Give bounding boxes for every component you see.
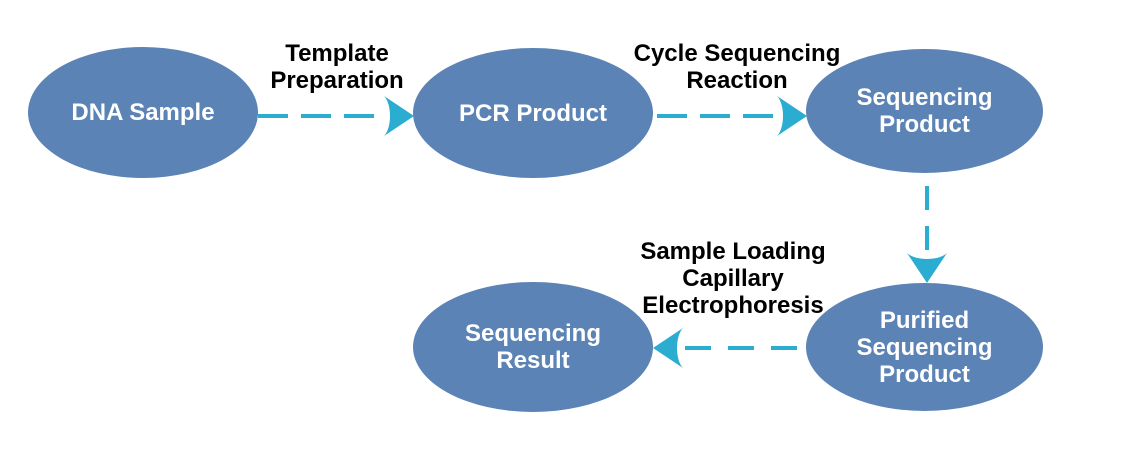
- node-pcr-product: PCR Product: [413, 48, 653, 178]
- edge-label-template-preparation: Template Preparation: [270, 40, 404, 94]
- arrowhead-right-icon: [777, 96, 807, 136]
- edge-label-sample-loading-capillary-electrophoresis: Sample Loading Capillary Electrophoresis: [640, 238, 826, 319]
- node-dna-sample-label: DNA Sample: [71, 99, 215, 126]
- arrow-right-template-preparation-icon: [258, 96, 414, 136]
- arrowhead-left-icon: [653, 328, 683, 368]
- node-purified-sequencing-product: Purified Sequencing Product: [806, 283, 1043, 411]
- arrowhead-down-icon: [907, 253, 947, 283]
- node-purified-sequencing-product-label: Purified Sequencing Product: [856, 306, 993, 388]
- arrow-down-purification-icon: [907, 186, 947, 283]
- node-pcr-product-label: PCR Product: [458, 99, 607, 127]
- node-sequencing-product-label: Sequencing Product: [856, 84, 993, 138]
- edge-label-cycle-sequencing-reaction: Cycle Sequencing Reaction: [633, 40, 841, 94]
- arrowhead-right-icon: [384, 96, 414, 136]
- node-sequencing-result: Sequencing Result: [413, 282, 653, 412]
- node-dna-sample: DNA Sample: [28, 47, 258, 178]
- arrow-left-sample-loading-icon: [653, 328, 804, 368]
- node-sequencing-result-label: Sequencing Result: [464, 320, 602, 374]
- node-sequencing-product: Sequencing Product: [806, 49, 1043, 173]
- arrow-right-cycle-sequencing-icon: [657, 96, 807, 136]
